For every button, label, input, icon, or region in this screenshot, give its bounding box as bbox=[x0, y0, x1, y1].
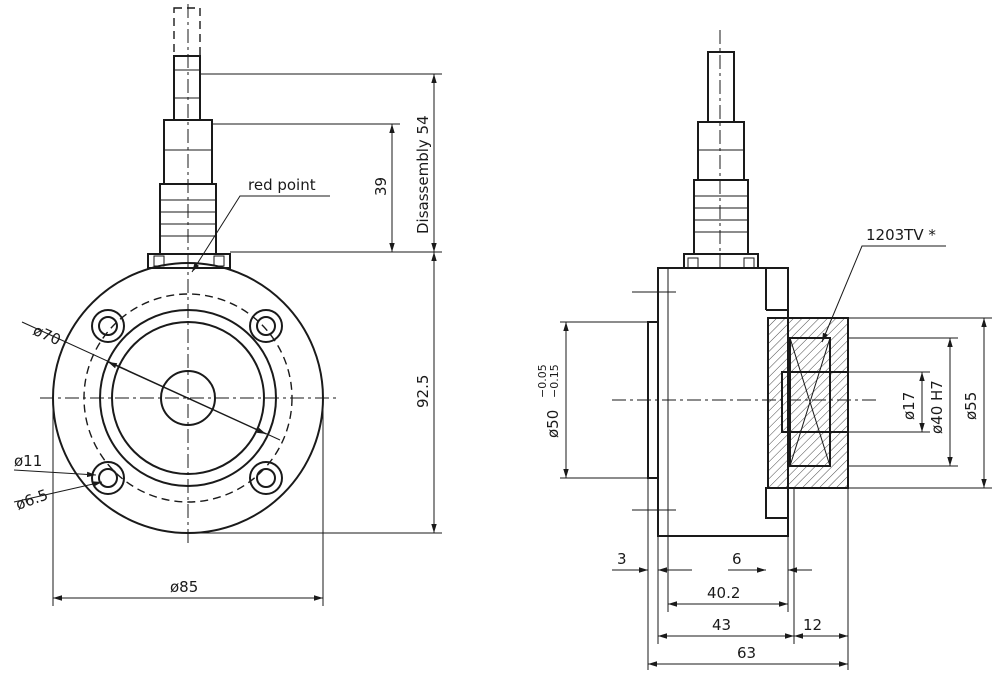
bolt-hole-bottom-right bbox=[249, 461, 283, 495]
label-tolerance-upper: −0.05 bbox=[536, 364, 549, 398]
label-d6-5: ø6.5 bbox=[13, 486, 50, 514]
bolt-hole-top-left bbox=[91, 309, 125, 343]
front-dimensions bbox=[52, 73, 442, 606]
bolt-hole-bottom-left bbox=[91, 461, 125, 495]
label-6: 6 bbox=[732, 550, 742, 568]
side-housing bbox=[612, 30, 876, 537]
label-39: 39 bbox=[372, 177, 390, 196]
label-tolerance-lower: −0.15 bbox=[548, 364, 561, 398]
label-40-2: 40.2 bbox=[707, 584, 740, 602]
bolt-hole-top-right bbox=[249, 309, 283, 343]
side-dimensions bbox=[560, 245, 992, 670]
label-3: 3 bbox=[617, 550, 627, 568]
side-connector bbox=[683, 51, 759, 269]
label-d17: ø17 bbox=[900, 392, 918, 420]
front-connector bbox=[147, 7, 231, 269]
label-red-point: red point bbox=[248, 176, 316, 194]
label-63: 63 bbox=[737, 644, 756, 662]
label-92-5: 92.5 bbox=[414, 375, 432, 408]
label-bearing: 1203TV * bbox=[866, 226, 936, 244]
label-43: 43 bbox=[712, 616, 731, 634]
front-view: red point ø70 ø11 ø6.5 ø85 92.5 39 Disas… bbox=[13, 4, 442, 606]
label-d11: ø11 bbox=[14, 452, 42, 470]
label-d70: ø70 bbox=[30, 321, 63, 349]
side-view: 1203TV * ø50 −0.05 −0.15 ø17 ø40 H7 ø55 … bbox=[536, 30, 992, 670]
front-body bbox=[13, 4, 340, 545]
label-d50: ø50 bbox=[544, 410, 562, 438]
label-d55: ø55 bbox=[962, 392, 980, 420]
label-d85: ø85 bbox=[170, 578, 198, 596]
label-d40-h7: ø40 H7 bbox=[928, 380, 946, 434]
label-12: 12 bbox=[803, 616, 822, 634]
label-disassembly-54: Disassembly 54 bbox=[414, 115, 432, 234]
